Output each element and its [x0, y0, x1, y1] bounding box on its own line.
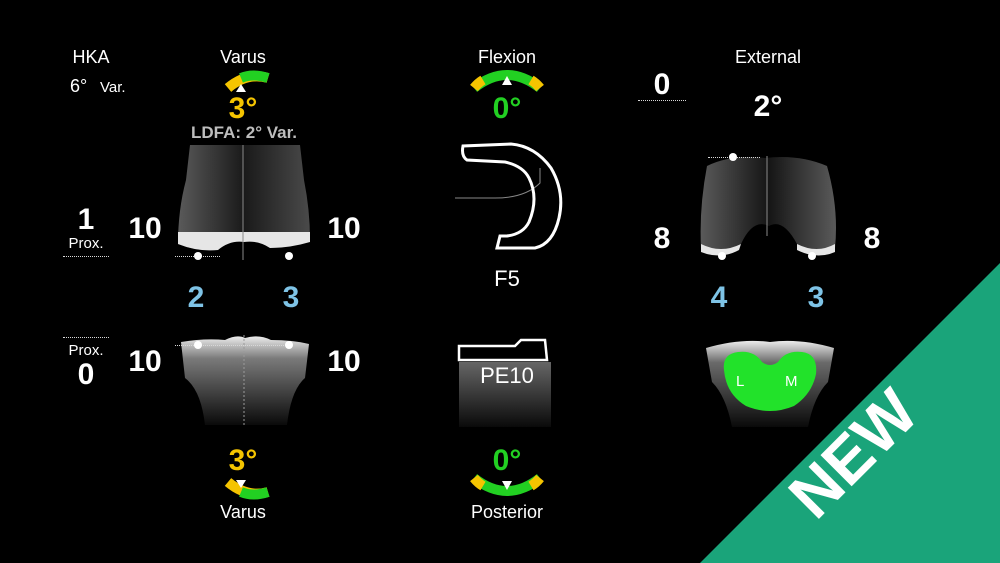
femur-gap-left: 2 — [187, 281, 205, 314]
posterior-gauge-icon — [470, 473, 544, 496]
tibia-lateral-point — [285, 341, 293, 349]
new-badge — [700, 263, 1000, 563]
femur-gap-right: 3 — [282, 281, 300, 314]
rotation-gap-left: 4 — [710, 281, 728, 314]
rotation-lateral-point — [808, 252, 816, 260]
rotation-resection-right: 8 — [863, 222, 881, 255]
femoral-component-size: F5 — [494, 266, 520, 291]
posterior-label: Posterior — [470, 502, 544, 522]
hka-label: HKA — [72, 47, 110, 67]
proximal-top-value: 1 — [77, 203, 95, 236]
flexion-gauge-icon — [470, 70, 544, 93]
tibia-varus-gauge-icon — [224, 478, 270, 500]
proximal-top-divider — [63, 256, 109, 257]
rotation-reference-value: 0 — [653, 68, 671, 101]
flexion-label: Flexion — [477, 47, 537, 67]
ldfa-label: LDFA: 2° Var. — [190, 123, 298, 142]
femur-lateral-point — [285, 252, 293, 260]
tibia-resection-right: 10 — [327, 345, 361, 378]
lateral-marker: L — [736, 373, 745, 390]
femur-resection-right: 10 — [327, 212, 361, 245]
flexion-angle: 0° — [492, 92, 522, 125]
rotation-angle: 2° — [753, 90, 783, 123]
tibia-axial-image — [706, 340, 834, 427]
hka-value: 6° — [70, 76, 88, 96]
tibia-resection-left: 10 — [128, 345, 162, 378]
femur-resection-left: 10 — [128, 212, 162, 245]
rotation-reference-divider — [638, 100, 686, 101]
insert-sagittal-image — [457, 338, 551, 427]
posterior-angle: 0° — [492, 444, 522, 477]
femur-varus-label: Varus — [220, 47, 266, 67]
proximal-bottom-label: Prox. — [68, 342, 104, 359]
femur-axial-image — [700, 156, 836, 256]
femur-varus-angle: 3° — [228, 92, 258, 125]
femur-varus-gauge-icon — [224, 70, 270, 92]
tibia-medial-point — [194, 341, 202, 349]
tibia-varus-label: Varus — [220, 502, 266, 522]
rotation-medial-point — [718, 252, 726, 260]
proximal-top-label: Prox. — [68, 235, 104, 252]
insert-size: PE10 — [480, 363, 534, 388]
rotation-gap-right: 3 — [807, 281, 825, 314]
rotation-resection-left: 8 — [653, 222, 671, 255]
proximal-bottom-divider — [63, 337, 109, 338]
femoral-component-sagittal-image — [455, 142, 563, 250]
femur-medial-point — [194, 252, 202, 260]
medial-marker: M — [785, 373, 798, 390]
rotation-label: External — [734, 47, 802, 67]
femur-frontal-image — [178, 145, 310, 260]
tibia-plateau-reference-line — [175, 345, 290, 346]
posterior-condyle-point — [729, 153, 737, 161]
tibia-varus-angle: 3° — [228, 444, 258, 477]
proximal-bottom-value: 0 — [77, 358, 95, 391]
tibia-frontal-image — [181, 335, 309, 425]
hka-unit: Var. — [100, 79, 126, 96]
